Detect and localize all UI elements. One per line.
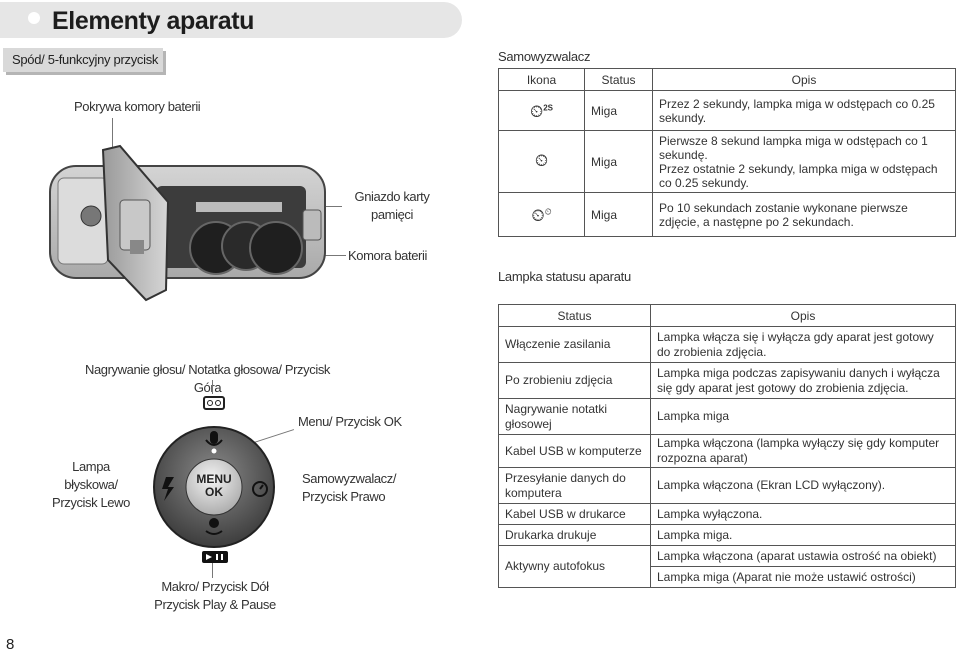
callout-line [212,380,213,394]
desc-cell: Po 10 sekundach zostanie wykonane pierws… [652,192,956,237]
self-timer-2s-icon: ⏲2S [529,101,554,121]
col-header-icon: Ikona [498,68,585,91]
self-timer-table: Ikona Status Opis ⏲2S Miga Przez 2 sekun… [498,68,956,237]
page-number: 8 [6,636,15,653]
desc-cell: Lampka włączona (Ekran LCD wyłączony). [650,467,956,504]
ok-text: OK [205,485,223,499]
voice-up-label: Nagrywanie głosu/ Notatka głosowa/ Przyc… [84,362,331,395]
table-row: Po zrobieniu zdjęcia Lampka miga podczas… [498,362,956,399]
macro-flower-icon [205,518,223,535]
col-header-status: Status [584,68,653,91]
status-cell: Kabel USB w drukarce [498,503,651,525]
desc-cell: Lampka miga podczas zapisywaniu danych i… [650,362,956,399]
desc-cell: Lampka włącza się i wyłącza gdy aparat j… [650,326,956,363]
col-header-status: Status [498,304,651,327]
status-cell: Aktywny autofokus [498,545,651,588]
status-cell: Włączenie zasilania [498,326,651,363]
col-header-desc: Opis [652,68,956,91]
menu-text: MENU [196,472,231,486]
page-title: Elementy aparatu [52,7,255,35]
table-row: Lampka miga (Aparat nie może ustawić ost… [499,566,956,588]
macro-down-label: Makro/ Przycisk Dół Przycisk Play & Paus… [154,579,276,612]
battery-cover-label: Pokrywa komory baterii [74,99,201,114]
status-cell: Nagrywanie notatki głosowej [498,398,651,435]
status-cell: Kabel USB w komputerze [498,434,651,468]
table-row: Kabel USB w komputerze Lampka włączona (… [498,434,956,468]
title-bar [0,2,462,38]
desc-cell: Lampka miga [650,398,956,435]
status-lamp-table: Status Opis Włączenie zasilania Lampka w… [498,304,956,588]
desc-cell: Pierwsze 8 sekund lampka miga w odstępac… [652,130,956,193]
self-timer-double-icon: ⏲⏲ [531,206,552,226]
table-row: ⏲2S Miga Przez 2 sekundy, lampka miga w … [498,90,956,131]
self-timer-icon [252,481,268,497]
status-lamp-title: Lampka statusu aparatu [498,269,631,284]
camera-bottom-illustration [49,144,326,302]
menu-ok-label: Menu/ Przycisk OK [298,414,402,429]
status-cell: Miga [584,192,653,237]
table-row: ⏲ Miga Pierwsze 8 sekund lampka miga w o… [498,130,956,193]
timer-right-label: Samowyzwalacz/ Przycisk Prawo [302,471,397,504]
self-timer-10s-icon: ⏲ [534,151,549,170]
play-pause-icon [202,551,228,563]
status-cell: Miga [584,130,653,193]
desc-cell: Lampka włączona (aparat ustawia ostrość … [650,545,956,567]
self-timer-title: Samowyzwalacz [498,49,591,64]
status-cell: Przesyłanie danych do komputera [498,467,651,504]
table-row: Drukarka drukuje Lampka miga. [498,524,956,546]
title-bullet [28,12,40,24]
table-row: Włączenie zasilania Lampka włącza się i … [498,326,956,363]
table-row: Kabel USB w drukarce Lampka wyłączona. [498,503,956,525]
table-row: Nagrywanie notatki głosowej Lampka miga [498,398,956,435]
microphone-icon [205,431,223,446]
desc-cell: Lampka miga (Aparat nie może ustawić ost… [650,566,956,588]
card-slot-label: Gniazdo karty pamięci [354,189,430,222]
flash-left-label: Lampa błyskowa/ Przycisk Lewo [52,459,130,510]
table-row: Przesyłanie danych do komputera Lampka w… [498,467,956,504]
table-row: ⏲⏲ Miga Po 10 sekundach zostanie wykonan… [498,192,956,237]
desc-cell: Lampka wyłączona. [650,503,956,525]
five-way-dial: MENU OK [153,396,275,563]
status-cell: Po zrobieniu zdjęcia [498,362,651,399]
status-cell: Drukarka drukuje [498,524,651,546]
desc-cell: Przez 2 sekundy, lampka miga w odstępach… [652,90,956,131]
callout-line [112,118,113,154]
desc-cell: Lampka miga. [650,524,956,546]
col-header-desc: Opis [650,304,956,327]
battery-chamber-label: Komora baterii [348,248,427,263]
status-cell: Miga [584,90,653,131]
desc-cell: Lampka włączona (lampka wyłączy się gdy … [650,434,956,468]
section-tab: Spód/ 5-funkcyjny przycisk [3,48,163,72]
callout-line [212,560,213,578]
table-row: Aktywny autofokus Lampka włączona (apara… [498,545,956,588]
flash-icon [162,477,174,501]
